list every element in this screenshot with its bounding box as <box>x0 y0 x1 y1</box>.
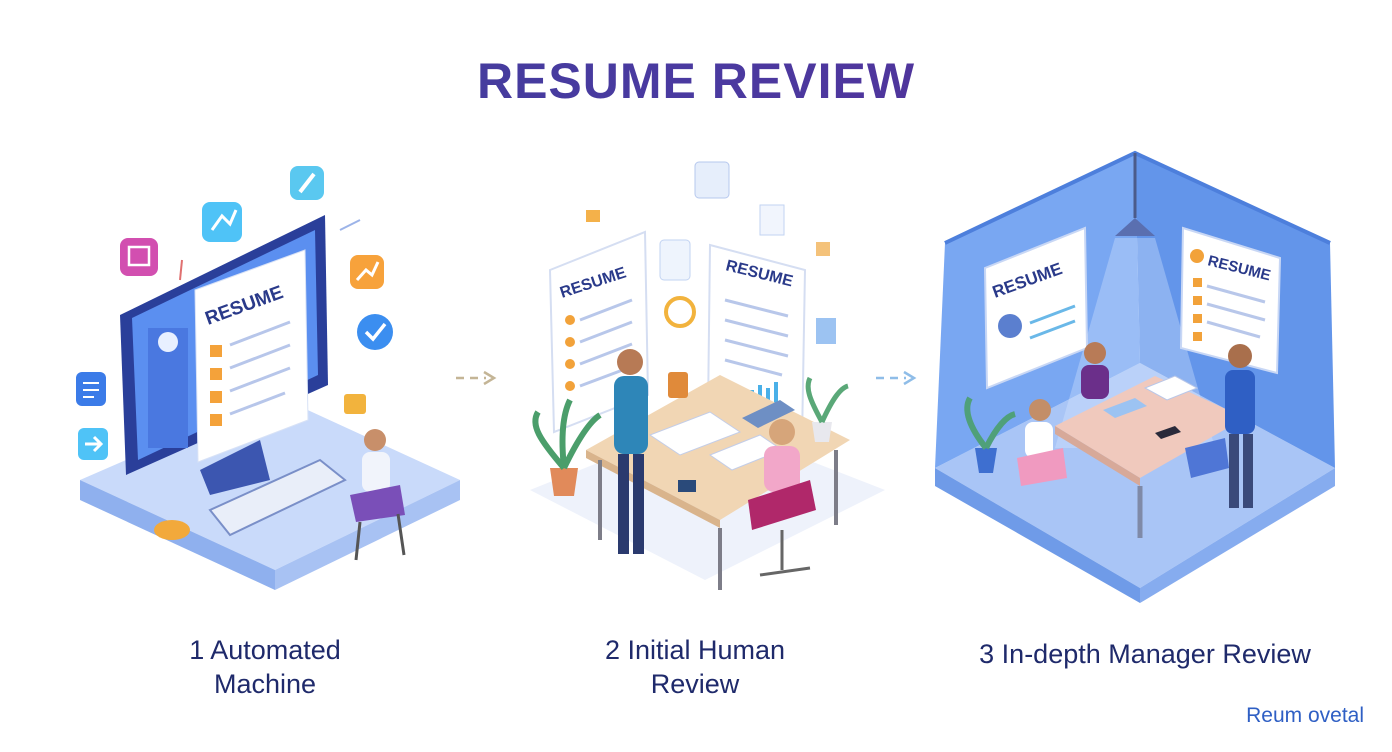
resume-document: RESUME <box>194 249 309 463</box>
step-3-label: 3 In-depth Manager Review <box>979 639 1311 669</box>
plant <box>964 396 1017 473</box>
person-left-seated <box>1017 399 1067 486</box>
arrow-icon <box>78 428 108 460</box>
step-2-label: 2 Initial Human Review <box>530 633 860 701</box>
chair-right <box>1185 438 1229 478</box>
check-icon <box>357 314 393 350</box>
flow-arrow-2 <box>876 370 917 386</box>
plant-right <box>805 376 849 442</box>
person-back-seated <box>1081 342 1109 399</box>
step-1-label-line1: 1 Automated <box>189 635 341 665</box>
step-1-label: 1 Automated Machine <box>100 633 430 701</box>
briefcase-icon <box>344 394 366 414</box>
page-title: RESUME REVIEW <box>0 52 1392 110</box>
whiteboard-left: RESUME <box>983 226 1089 390</box>
automated-machine-illustration: RESUME <box>76 166 460 590</box>
chart-icon <box>202 202 242 242</box>
step-1-label-line2: Machine <box>213 669 317 699</box>
plant-left <box>532 398 602 496</box>
person-standing <box>614 349 688 554</box>
image-icon <box>120 238 158 276</box>
rocket-icon <box>290 166 324 200</box>
person-standing-manager <box>1225 344 1255 508</box>
flow-arrow-1 <box>456 370 497 386</box>
whiteboard-right: RESUME <box>1179 226 1282 375</box>
conference-table <box>1055 375 1245 538</box>
trend-icon <box>350 255 384 289</box>
manager-review-illustration: RESUME RESUME <box>935 150 1335 603</box>
step-2-label-line2: Review <box>650 669 740 699</box>
human-review-illustration: RESUME RESUME <box>530 161 885 590</box>
footer-text: Reum ovetal <box>1246 704 1364 727</box>
step-2-label-line1: 2 Initial Human <box>604 635 786 665</box>
keyboard <box>208 458 347 537</box>
person-seated <box>748 419 816 577</box>
document-icon <box>76 372 106 406</box>
person-typing <box>350 429 406 561</box>
